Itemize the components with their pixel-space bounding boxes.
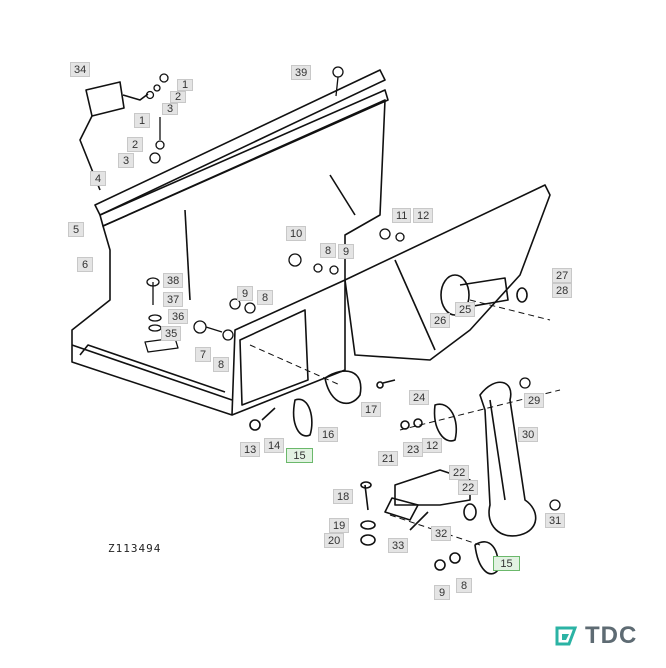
callout-34[interactable]: 34 <box>70 62 91 77</box>
callout-15-highlighted[interactable]: 15 <box>286 448 313 463</box>
callout-4[interactable]: 4 <box>90 171 106 186</box>
brand-name: TDC <box>585 622 638 649</box>
callout-3[interactable]: 3 <box>162 103 178 115</box>
tdc-logo-icon <box>555 626 578 646</box>
brand-logo: TDC <box>553 622 637 650</box>
callout-12[interactable]: 12 <box>413 208 434 223</box>
callout-27[interactable]: 27 <box>552 268 573 283</box>
callout-23[interactable]: 23 <box>403 442 424 457</box>
figure-id: Z113494 <box>108 542 162 555</box>
callout-15-highlighted[interactable]: 15 <box>493 556 520 571</box>
callout-18[interactable]: 18 <box>333 489 354 504</box>
callout-5[interactable]: 5 <box>68 222 84 237</box>
callout-29[interactable]: 29 <box>524 393 545 408</box>
callout-2[interactable]: 2 <box>127 137 143 152</box>
callout-19[interactable]: 19 <box>329 518 350 533</box>
callout-21[interactable]: 21 <box>378 451 399 466</box>
callout-11[interactable]: 11 <box>392 208 412 223</box>
callout-10[interactable]: 10 <box>286 226 307 241</box>
callout-22[interactable]: 22 <box>458 480 479 495</box>
callout-9[interactable]: 9 <box>434 585 450 600</box>
callout-20[interactable]: 20 <box>324 533 345 548</box>
callout-28[interactable]: 28 <box>552 283 573 298</box>
callout-3[interactable]: 3 <box>118 153 134 168</box>
callout-2[interactable]: 2 <box>170 91 186 103</box>
callout-31[interactable]: 31 <box>545 513 566 528</box>
callout-17[interactable]: 17 <box>361 402 382 417</box>
callout-9[interactable]: 9 <box>237 286 253 301</box>
callout-8[interactable]: 8 <box>213 357 229 372</box>
callout-6[interactable]: 6 <box>77 257 93 272</box>
callout-8[interactable]: 8 <box>257 290 273 305</box>
callout-12[interactable]: 12 <box>422 438 443 453</box>
callout-13[interactable]: 13 <box>240 442 261 457</box>
callout-25[interactable]: 25 <box>455 302 476 317</box>
callout-1[interactable]: 1 <box>134 113 150 128</box>
callout-22[interactable]: 22 <box>449 465 470 480</box>
callout-16[interactable]: 16 <box>318 427 339 442</box>
callout-37[interactable]: 37 <box>163 292 184 307</box>
callout-1[interactable]: 1 <box>177 79 193 91</box>
callout-36[interactable]: 36 <box>168 309 189 324</box>
callout-8[interactable]: 8 <box>320 243 336 258</box>
callout-33[interactable]: 33 <box>388 538 409 553</box>
callout-8[interactable]: 8 <box>456 578 472 593</box>
callout-14[interactable]: 14 <box>264 438 285 453</box>
callout-32[interactable]: 32 <box>431 526 452 541</box>
callout-9[interactable]: 9 <box>338 244 354 259</box>
callout-26[interactable]: 26 <box>430 313 451 328</box>
callout-30[interactable]: 30 <box>518 427 539 442</box>
callout-7[interactable]: 7 <box>195 347 211 362</box>
callout-39[interactable]: 39 <box>291 65 312 80</box>
callout-38[interactable]: 38 <box>163 273 184 288</box>
callout-24[interactable]: 24 <box>409 390 430 405</box>
callout-35[interactable]: 35 <box>161 326 182 341</box>
